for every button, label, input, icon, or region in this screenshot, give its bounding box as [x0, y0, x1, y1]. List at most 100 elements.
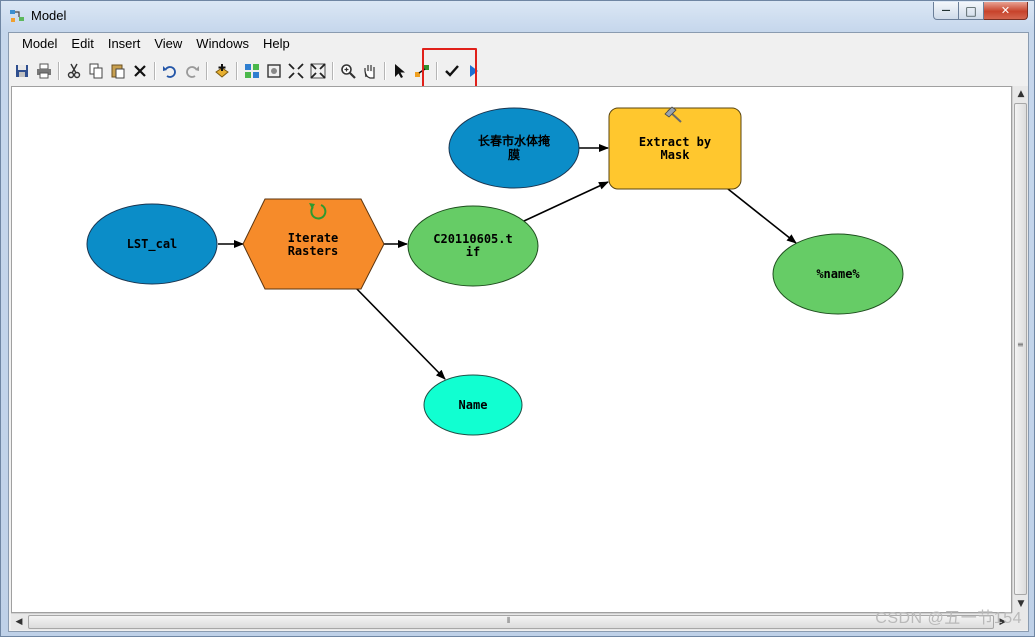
maximize-button[interactable]: □ — [959, 2, 984, 20]
menu-windows[interactable]: Windows — [196, 36, 250, 51]
toolbar-separator — [384, 62, 386, 80]
scroll-up-button[interactable]: ▲ — [1013, 86, 1029, 102]
add-data-icon — [215, 64, 229, 78]
undo-button[interactable] — [159, 60, 181, 82]
connector-lines — [218, 144, 797, 380]
menu-view[interactable]: View — [154, 36, 183, 51]
model-canvas[interactable]: LST_cal Iterate Rasters C20110605.t if — [11, 86, 1012, 613]
maximize-icon: □ — [965, 3, 977, 18]
close-icon: ✕ — [1000, 4, 1011, 17]
horizontal-scroll-thumb[interactable]: ⦀ — [28, 615, 994, 629]
cut-icon — [67, 63, 81, 79]
title-bar[interactable]: Model — □ ✕ — [1, 1, 1034, 31]
hammer-icon — [664, 106, 682, 123]
vertical-scroll-thumb[interactable]: ≡ — [1014, 103, 1027, 595]
scroll-left-button[interactable]: ◀ — [11, 614, 27, 630]
window-title: Model — [31, 8, 67, 23]
toolbar-separator — [154, 62, 156, 80]
pan-button[interactable] — [359, 60, 381, 82]
scrollbar-corner — [1012, 613, 1028, 630]
select-icon — [395, 64, 405, 78]
node-iterate-rasters[interactable]: Iterate Rasters — [242, 198, 385, 290]
toolbar-separator — [236, 62, 238, 80]
menu-insert[interactable]: Insert — [107, 36, 141, 51]
zoom-button[interactable] — [337, 60, 359, 82]
node-c20110605[interactable]: C20110605.t if — [407, 205, 539, 287]
node-lst-cal-label: LST_cal — [127, 237, 178, 252]
undo-icon — [163, 66, 176, 78]
save-button[interactable] — [11, 60, 33, 82]
node-name-output[interactable]: %name% — [772, 233, 904, 315]
toolbar-separator — [58, 62, 60, 80]
node-extract-by-mask-label-line2: Mask — [661, 148, 691, 162]
arrow-left-icon: ◀ — [15, 617, 23, 627]
full-extent-button[interactable] — [263, 60, 285, 82]
menu-help[interactable]: Help — [263, 36, 290, 51]
node-mask[interactable]: 长春市水体掩 膜 — [448, 107, 580, 189]
node-mask-label-line1: 长春市水体掩 — [478, 133, 551, 148]
validate-icon — [445, 65, 459, 77]
cut-button[interactable] — [63, 60, 85, 82]
model-app-icon — [10, 10, 24, 22]
save-icon — [16, 65, 28, 77]
minimize-button[interactable]: — — [933, 2, 959, 20]
full-extent-icon — [267, 64, 281, 78]
zoom-out-fixed-button[interactable] — [307, 60, 329, 82]
copy-icon — [89, 63, 103, 79]
toolbar-separator — [332, 62, 334, 80]
arrow-right-icon: ▶ — [999, 617, 1007, 627]
edge-c20110605-to-extract[interactable] — [523, 181, 609, 222]
print-button[interactable] — [33, 60, 55, 82]
node-name-label: Name — [459, 398, 488, 412]
zoom-in-fixed-button[interactable] — [285, 60, 307, 82]
scroll-right-button[interactable]: ▶ — [995, 614, 1011, 630]
paste-button[interactable] — [107, 60, 129, 82]
connect-button[interactable] — [411, 60, 433, 82]
node-name-output-label: %name% — [816, 267, 860, 281]
scroll-down-button[interactable]: ▼ — [1013, 596, 1029, 612]
validate-button[interactable] — [441, 60, 463, 82]
zoom-in-fixed-icon — [288, 63, 304, 79]
arrow-down-icon: ▼ — [1017, 599, 1025, 609]
add-data-button[interactable] — [211, 60, 233, 82]
node-c20110605-label-line2: if — [466, 245, 480, 259]
model-diagram: LST_cal Iterate Rasters C20110605.t if — [86, 106, 904, 436]
watermark: CSDN @五一节154 — [875, 610, 1022, 627]
toolbar-separator — [206, 62, 208, 80]
horizontal-scrollbar[interactable]: ◀ ⦀ ▶ — [11, 613, 1012, 630]
minimize-icon: — — [941, 5, 951, 16]
toolbar — [11, 58, 485, 84]
toolbar-separator — [436, 62, 438, 80]
arrow-up-icon: ▲ — [1017, 89, 1025, 99]
run-button[interactable] — [463, 60, 485, 82]
node-extract-by-mask[interactable]: Extract by Mask — [608, 106, 742, 190]
menu-edit[interactable]: Edit — [71, 36, 94, 51]
auto-layout-icon — [245, 64, 259, 78]
select-button[interactable] — [389, 60, 411, 82]
menu-model[interactable]: Model — [22, 36, 58, 51]
edge-iterate-to-name[interactable] — [351, 283, 446, 380]
grip-icon: ≡ — [1017, 340, 1024, 349]
node-mask-label-line2: 膜 — [508, 147, 520, 162]
menu-bar: Model Edit Insert View Windows Help — [9, 33, 1028, 55]
node-c20110605-label-line1: C20110605.t — [433, 232, 512, 246]
delete-button[interactable] — [129, 60, 151, 82]
redo-button[interactable] — [181, 60, 203, 82]
grip-icon: ⦀ — [507, 616, 511, 625]
delete-icon — [134, 65, 146, 77]
copy-button[interactable] — [85, 60, 107, 82]
client-area: Model Edit Insert View Windows Help — [8, 32, 1029, 632]
node-iterate-rasters-label-line2: Rasters — [288, 244, 339, 258]
edge-extract-to-output[interactable] — [727, 188, 797, 244]
vertical-scrollbar[interactable]: ▲ ≡ ▼ — [1012, 86, 1028, 613]
zoom-icon — [341, 64, 356, 79]
redo-icon — [186, 66, 199, 78]
close-button[interactable]: ✕ — [984, 2, 1028, 20]
auto-layout-button[interactable] — [241, 60, 263, 82]
zoom-out-fixed-icon — [310, 63, 326, 79]
node-lst-cal[interactable]: LST_cal — [86, 203, 218, 285]
node-name[interactable]: Name — [423, 374, 523, 436]
iterate-icon — [309, 203, 327, 220]
pan-icon — [364, 65, 375, 79]
